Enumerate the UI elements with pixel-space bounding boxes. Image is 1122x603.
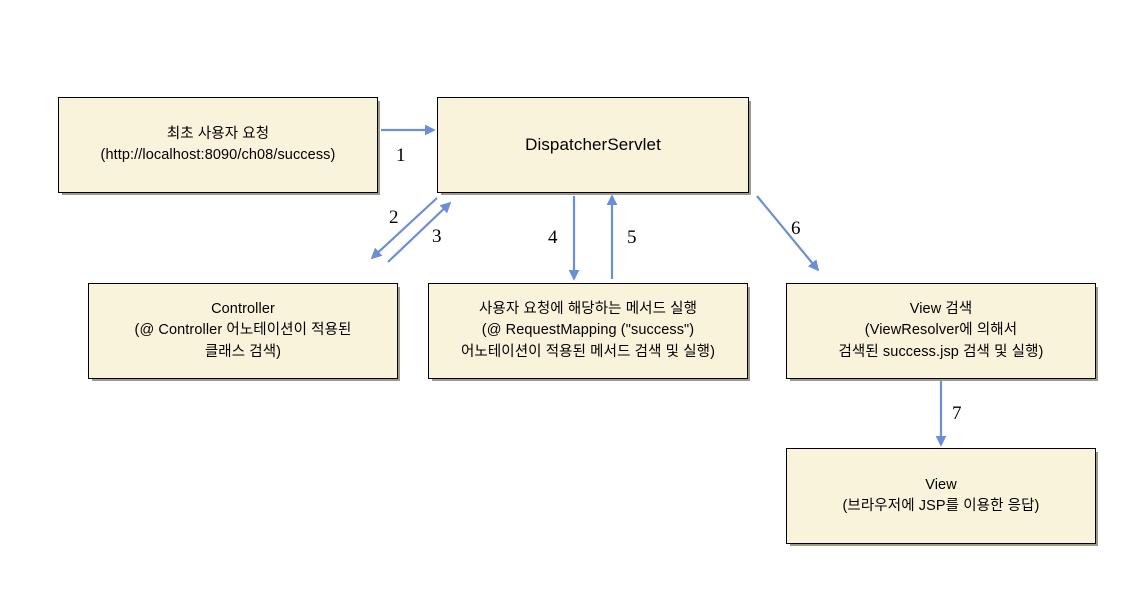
node-view-response: View (브라우저에 JSP를 이용한 응답) — [786, 448, 1096, 544]
node-view-search: View 검색 (ViewResolver에 의해서 검색된 success.j… — [786, 283, 1096, 379]
node-controller: Controller (@ Controller 어노테이션이 적용된 클래스 … — [88, 283, 398, 379]
node-view-response-text: View (브라우저에 JSP를 이용한 응답) — [842, 476, 1040, 514]
edge-2-arrow — [370, 197, 438, 260]
edge-3-label: 3 — [432, 226, 442, 247]
node-method-execution: 사용자 요청에 해당하는 메서드 실행 (@ RequestMapping ("… — [428, 283, 748, 379]
node-view-search-text: View 검색 (ViewResolver에 의해서 검색된 success.j… — [838, 301, 1044, 360]
edge-6-arrow — [756, 195, 820, 272]
node-controller-text: Controller (@ Controller 어노테이션이 적용된 클래스 … — [134, 301, 352, 360]
edge-6-label: 6 — [791, 218, 801, 239]
node-dispatcher-servlet-text: DispatcherServlet — [525, 134, 661, 154]
node-user-request-text: 최초 사용자 요청 (http://localhost:8090/ch08/su… — [100, 125, 336, 163]
edge-7-label: 7 — [952, 403, 962, 424]
node-method-execution-text: 사용자 요청에 해당하는 메서드 실행 (@ RequestMapping ("… — [460, 301, 716, 360]
edge-2-label: 2 — [389, 207, 399, 228]
node-dispatcher-servlet: DispatcherServlet — [437, 97, 749, 193]
node-user-request: 최초 사용자 요청 (http://localhost:8090/ch08/su… — [58, 97, 378, 193]
edge-5-label: 5 — [627, 227, 637, 248]
edge-1-label: 1 — [396, 145, 406, 166]
edge-4-label: 4 — [548, 227, 558, 248]
